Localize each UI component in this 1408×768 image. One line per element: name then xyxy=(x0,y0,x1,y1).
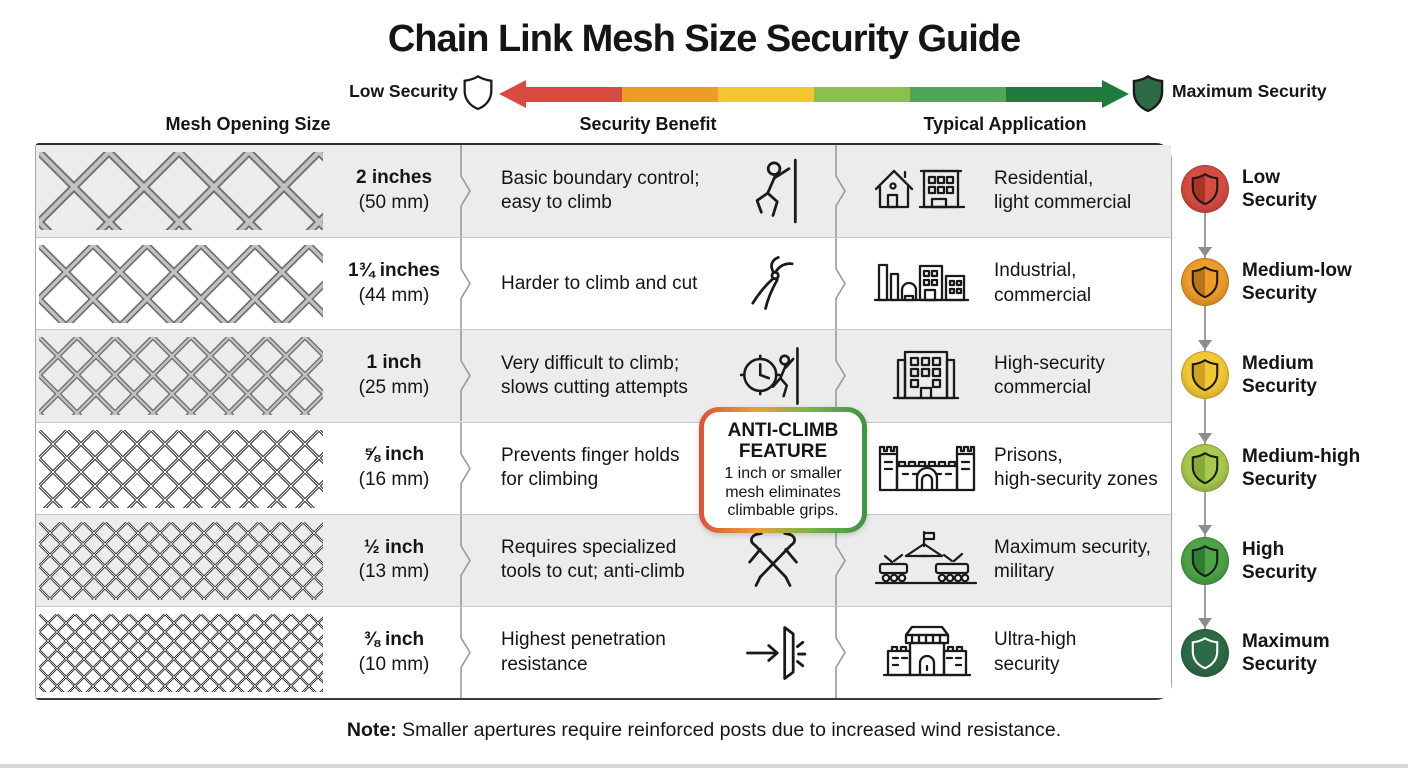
benefit-text: Basic boundary control; easy to climb xyxy=(501,167,700,214)
military-tanks-icon xyxy=(871,528,983,592)
factory-icon xyxy=(871,252,983,316)
footnote-label: Note: xyxy=(346,719,397,741)
benefit-text: Prevents finger holds for climbing xyxy=(501,444,680,491)
application-text: Ultra-high security xyxy=(994,629,1077,675)
mesh-swatch-1in xyxy=(39,337,323,416)
chevron-divider-icon xyxy=(835,145,846,238)
maximum-security-label: Maximum Security xyxy=(1172,81,1327,101)
prison-castle-icon xyxy=(871,436,983,500)
security-gradient-arrow xyxy=(499,80,1129,108)
benefit-text: Very difficult to climb; slows cutting a… xyxy=(501,352,688,398)
chevron-divider-icon xyxy=(835,330,846,422)
penetration-arrow-icon xyxy=(739,619,807,687)
callout-body: 1 inch or smaller mesh eliminates climba… xyxy=(724,465,842,519)
shield-green-icon xyxy=(1132,75,1164,113)
low-security-label: Low Security xyxy=(349,81,458,101)
application-text: Industrial, commercial xyxy=(994,260,1092,306)
column-header-typical-application: Typical Application xyxy=(923,114,1087,134)
house-and-building-icon xyxy=(871,159,983,223)
table-row: ⅜ inch (10 mm) Highest penetration resis… xyxy=(36,605,1171,699)
table-row: 1 inch (25 mm) Very difficult to climb; … xyxy=(36,329,1171,422)
crossed-bolt-cutters-icon xyxy=(739,526,807,594)
chevron-divider-icon xyxy=(460,514,471,606)
benefit-text: Highest penetration resistance xyxy=(501,629,666,675)
benefit-text: Harder to climb and cut xyxy=(501,272,698,294)
bottom-edge-line xyxy=(0,764,1408,768)
climbing-person-icon xyxy=(739,157,807,225)
column-header-mesh-size: Mesh Opening Size xyxy=(165,114,331,134)
chevron-divider-icon xyxy=(460,145,471,238)
down-arrow-icon xyxy=(1198,618,1212,628)
shield-outline-icon xyxy=(463,75,493,111)
mesh-swatch-5-8in xyxy=(39,429,323,508)
security-level-connector xyxy=(1204,168,1206,666)
mesh-swatch-3-8in xyxy=(39,613,323,692)
clock-and-climber-icon xyxy=(739,342,807,410)
table-row: ½ inch (13 mm) Requires specialized tool… xyxy=(36,513,1171,606)
office-building-icon xyxy=(871,344,983,408)
chevron-divider-icon xyxy=(460,238,471,330)
down-arrow-icon xyxy=(1198,340,1212,350)
mesh-swatch-1-3-4in xyxy=(39,245,323,324)
fortress-icon xyxy=(871,621,983,685)
arrowhead-left xyxy=(499,80,526,108)
arrowhead-right xyxy=(1102,80,1129,108)
chevron-divider-icon xyxy=(460,422,471,514)
chevron-divider-icon xyxy=(835,238,846,330)
down-arrow-icon xyxy=(1198,247,1212,257)
chevron-divider-icon xyxy=(835,606,846,699)
mesh-size-label: ½ inch (13 mm) xyxy=(358,536,430,583)
mesh-size-label: 2 inches (50 mm) xyxy=(355,167,433,214)
callout-title: ANTI-CLIMB FEATURE xyxy=(727,419,839,463)
footnote: Note: Smaller apertures require reinforc… xyxy=(0,719,1408,742)
chevron-divider-icon xyxy=(835,514,846,606)
down-arrow-icon xyxy=(1198,433,1212,443)
mesh-size-label: 1¾ inches (44 mm) xyxy=(348,260,440,306)
down-arrow-icon xyxy=(1198,525,1212,535)
mesh-size-label: 1 inch (25 mm) xyxy=(358,352,430,398)
mesh-guide-table: 2 inches (50 mm) Basic boundary control;… xyxy=(35,143,1172,700)
chevron-divider-icon xyxy=(460,606,471,699)
wire-cutters-icon xyxy=(739,250,807,318)
benefit-text: Requires specialized tools to cut; anti-… xyxy=(501,537,685,583)
application-text: Prisons, high-security zones xyxy=(994,444,1158,491)
column-header-security-benefit: Security Benefit xyxy=(579,114,717,134)
chevron-divider-icon xyxy=(460,330,471,422)
table-row: 1¾ inches (44 mm) Harder to climb and cu… xyxy=(36,237,1171,330)
application-text: Residential, light commercial xyxy=(994,167,1132,214)
mesh-size-label: ⅝ inch (16 mm) xyxy=(358,444,430,491)
application-text: Maximum security, military xyxy=(994,537,1151,583)
mesh-swatch-2in xyxy=(39,152,323,230)
mesh-size-label: ⅜ inch (10 mm) xyxy=(358,628,430,675)
application-text: High-security commercial xyxy=(994,352,1105,398)
table-row: ⅝ inch (16 mm) Prevents finger holds for… xyxy=(36,421,1171,514)
page-title: Chain Link Mesh Size Security Guide xyxy=(387,18,1021,60)
footnote-text: Smaller apertures require reinforced pos… xyxy=(396,719,1062,741)
table-row: 2 inches (50 mm) Basic boundary control;… xyxy=(36,145,1171,238)
mesh-swatch-1-2in xyxy=(39,521,323,600)
security-gradient-bar xyxy=(526,86,1102,102)
anti-climb-callout: ANTI-CLIMB FEATURE 1 inch or smaller mes… xyxy=(699,407,867,533)
